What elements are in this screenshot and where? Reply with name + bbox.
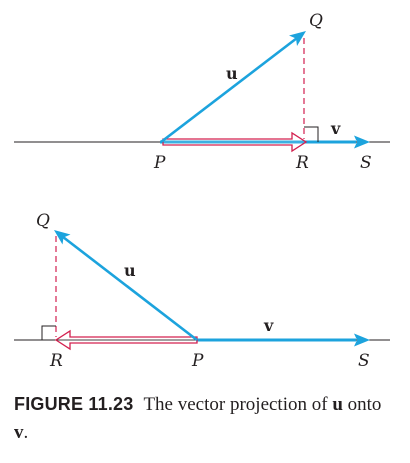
right-angle-mark-top (304, 126, 319, 142)
caption-vector-v: v (14, 422, 24, 443)
figure-number: FIGURE 11.23 (14, 394, 134, 414)
label-s-top: S (360, 153, 372, 173)
caption-text-after: . (23, 422, 29, 443)
projection-arrow-bottom (54, 329, 198, 351)
right-angle-mark-bottom (41, 325, 56, 340)
caption-vector-u: u (332, 394, 343, 415)
caption-text-middle: onto (342, 394, 382, 415)
label-u-bottom: u (124, 261, 136, 280)
label-q-top: Q (309, 11, 323, 31)
label-q-bottom: Q (36, 211, 50, 231)
label-u-top: u (226, 64, 238, 83)
caption-text-before: The vector projection of (143, 394, 333, 415)
vector-v-arrowhead-top (354, 135, 370, 149)
diagram-top: Q u v P R S (14, 11, 390, 173)
vector-u-bottom (62, 235, 198, 342)
diagram-bottom: Q u v R P S (14, 211, 390, 371)
label-s-bottom: S (358, 351, 370, 371)
projection-arrow-top (162, 131, 308, 153)
label-r-top: R (295, 153, 309, 173)
vector-v-arrowhead-bottom (354, 333, 370, 347)
label-r-bottom: R (49, 351, 63, 371)
vector-u-top (160, 36, 298, 144)
label-p-bottom: P (191, 351, 204, 371)
vector-u-arrowhead-top (289, 31, 306, 46)
label-v-top: v (330, 119, 341, 138)
figure-caption: FIGURE 11.23 The vector projection of u o… (14, 390, 399, 447)
vector-u-arrowhead-bottom (54, 230, 71, 245)
label-p-top: P (153, 153, 166, 173)
label-v-bottom: v (263, 316, 274, 335)
